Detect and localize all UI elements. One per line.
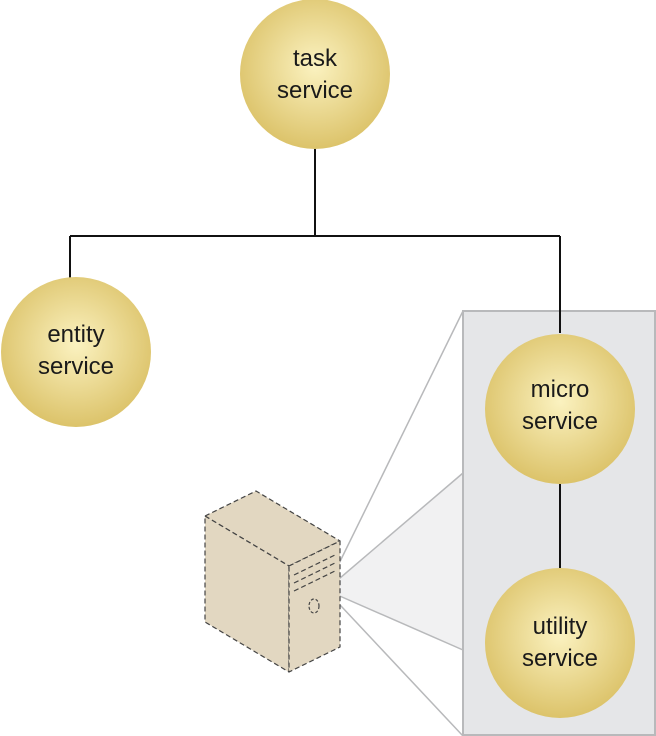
node-label-line2: service	[522, 408, 598, 435]
node-label-line1: task	[293, 45, 338, 72]
node-label-line1: entity	[47, 321, 104, 348]
node-label-line1: utility	[533, 613, 588, 640]
zoom-cone-edge-top-inner	[325, 472, 464, 591]
node-label-line2: service	[38, 353, 114, 380]
node-circle	[485, 568, 635, 718]
node-label-line2: service	[277, 77, 353, 104]
node-utility-service: utility service	[485, 568, 635, 718]
node-entity-service: entity service	[1, 277, 151, 427]
node-label-line1: micro	[531, 376, 590, 403]
node-micro-service: micro service	[485, 334, 635, 484]
server-power-button	[308, 598, 320, 614]
node-label-line2: service	[522, 645, 598, 672]
node-circle	[240, 0, 390, 149]
zoom-cone	[326, 473, 463, 650]
node-circle	[485, 334, 635, 484]
zoom-cone-edge-bottom-inner	[325, 589, 464, 651]
node-circle	[1, 277, 151, 427]
hierarchy-connectors	[69, 148, 561, 568]
server-icon	[204, 490, 341, 673]
node-task-service: task service	[240, 0, 390, 149]
zoom-cone-edge-bottom-outer	[325, 589, 464, 736]
zoom-cone-edge-top-outer	[325, 310, 464, 591]
server-front-face	[288, 540, 341, 673]
